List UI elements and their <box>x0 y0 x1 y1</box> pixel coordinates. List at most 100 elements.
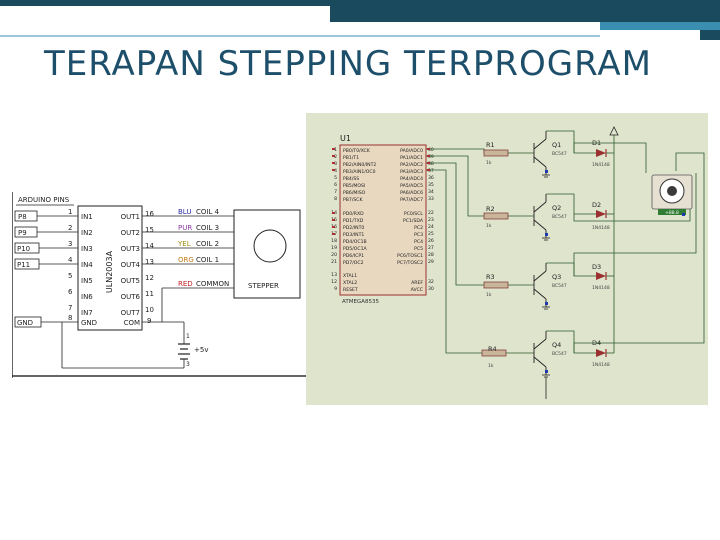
svg-text:AVCC: AVCC <box>411 287 423 293</box>
svg-text:8: 8 <box>68 314 72 322</box>
svg-text:9: 9 <box>334 286 337 292</box>
svg-text:1N4148: 1N4148 <box>592 362 610 368</box>
svg-text:25: 25 <box>428 231 434 237</box>
svg-text:PC4: PC4 <box>414 239 423 245</box>
port-wires <box>426 148 485 354</box>
svg-text:1k: 1k <box>486 160 492 166</box>
stepper-motor: +88.8 <box>651 174 693 216</box>
svg-text:37: 37 <box>428 168 434 174</box>
output-wires <box>142 215 234 323</box>
svg-text:PA5/ADC5: PA5/ADC5 <box>400 183 423 189</box>
pin-tag-p10: P10 <box>14 242 40 254</box>
svg-text:39: 39 <box>428 154 434 160</box>
pin-stub-markers <box>332 148 430 235</box>
svg-text:OUT1: OUT1 <box>121 213 140 221</box>
header-bar-accent <box>600 22 720 30</box>
pin-tag-gnd: GND <box>14 316 42 328</box>
svg-text:6: 6 <box>68 288 73 296</box>
mcu-right-pin-labels: PA0/ADC0 PA1/ADC1 PA2/ADC2 PA3/ADC3 PA4/… <box>397 148 424 293</box>
svg-text:BC547: BC547 <box>552 151 567 157</box>
svg-text:XTAL1: XTAL1 <box>343 273 357 279</box>
svg-text:OUT5: OUT5 <box>121 277 140 285</box>
transistor-q1 <box>533 131 547 175</box>
svg-text:PB4/SS: PB4/SS <box>343 176 359 182</box>
supply-pin-numbers: 1 3 <box>186 333 190 368</box>
svg-text:D2: D2 <box>592 201 601 209</box>
svg-text:PC2: PC2 <box>414 225 423 231</box>
svg-text:1k: 1k <box>486 223 492 229</box>
svg-text:BC547: BC547 <box>552 283 567 289</box>
svg-text:COIL 1: COIL 1 <box>196 256 219 264</box>
supply-label: +5v <box>194 346 208 354</box>
transistor-q3 <box>533 263 547 307</box>
svg-text:PA6/ADC6: PA6/ADC6 <box>400 190 423 196</box>
wire-color-labels: BLU PUR YEL ORG RED <box>177 208 194 288</box>
svg-text:COIL 3: COIL 3 <box>196 224 219 232</box>
svg-text:15: 15 <box>145 226 154 234</box>
chip-outputs: OUT1 OUT2 OUT3 OUT4 OUT5 OUT6 OUT7 COM <box>121 213 141 327</box>
svg-text:XTAL2: XTAL2 <box>343 280 357 286</box>
arduino-pins-header: ARDUINO PINS <box>18 196 70 204</box>
svg-text:35: 35 <box>428 182 434 188</box>
svg-text:6: 6 <box>334 182 337 188</box>
svg-text:18: 18 <box>331 238 337 244</box>
svg-text:GND: GND <box>17 319 33 327</box>
uln2003-wiring-diagram: ARDUINO PINS P8 P9 P10 P11 GND 1 2 3 4 5… <box>12 192 306 378</box>
svg-text:21: 21 <box>331 259 337 265</box>
svg-text:P8: P8 <box>18 213 27 221</box>
svg-text:PC6/TOSC1: PC6/TOSC1 <box>397 253 423 259</box>
svg-text:BC547: BC547 <box>552 214 567 220</box>
svg-text:5: 5 <box>68 272 72 280</box>
svg-text:1: 1 <box>186 333 190 340</box>
svg-text:OUT2: OUT2 <box>121 229 140 237</box>
svg-text:4: 4 <box>334 168 337 174</box>
svg-text:BC547: BC547 <box>552 351 567 357</box>
svg-text:12: 12 <box>145 274 154 282</box>
svg-text:PD1/TXD: PD1/TXD <box>343 218 364 224</box>
svg-text:P10: P10 <box>17 245 30 253</box>
svg-text:1k: 1k <box>488 363 494 369</box>
pin-tag-p9: P9 <box>14 226 38 238</box>
header-bar <box>0 0 720 40</box>
mcu-part: ATMEGA8535 <box>342 299 379 305</box>
power-supply <box>61 321 190 369</box>
svg-text:1: 1 <box>334 147 337 153</box>
svg-text:PB0/T0/XCK: PB0/T0/XCK <box>343 148 371 154</box>
svg-text:P11: P11 <box>17 261 30 269</box>
svg-text:PC3: PC3 <box>414 232 423 238</box>
atmega8535-chip <box>339 144 427 296</box>
svg-text:16: 16 <box>145 210 154 218</box>
svg-text:COIL 2: COIL 2 <box>196 240 219 248</box>
svg-text:12: 12 <box>331 279 337 285</box>
input-wires <box>37 215 78 323</box>
vcc-arrow-icon <box>609 126 619 136</box>
svg-text:PC0/SCL: PC0/SCL <box>404 211 424 217</box>
pin-tag-p8: P8 <box>14 210 38 222</box>
svg-text:OUT7: OUT7 <box>121 309 140 317</box>
svg-text:PD3/INT1: PD3/INT1 <box>343 232 364 238</box>
svg-text:Q2: Q2 <box>552 204 561 212</box>
svg-text:2: 2 <box>68 224 72 232</box>
header-bar-right-block <box>330 0 720 22</box>
svg-text:PC1/SDA: PC1/SDA <box>403 218 424 224</box>
svg-text:R4: R4 <box>488 345 497 353</box>
svg-text:Q3: Q3 <box>552 273 561 281</box>
svg-text:38: 38 <box>428 161 434 167</box>
svg-text:PUR: PUR <box>178 224 192 232</box>
svg-text:IN3: IN3 <box>81 245 93 253</box>
mcu-ref: U1 <box>340 134 351 143</box>
svg-text:RED: RED <box>178 280 193 288</box>
svg-text:3: 3 <box>334 161 337 167</box>
svg-text:1N4148: 1N4148 <box>592 225 610 231</box>
svg-text:1k: 1k <box>486 292 492 298</box>
svg-text:BLU: BLU <box>178 208 191 216</box>
ground-symbols <box>542 174 550 399</box>
svg-text:PD5/OC1A: PD5/OC1A <box>343 246 368 252</box>
transistor-labels: Q1 Q2 Q3 Q4 <box>552 141 561 349</box>
svg-text:33: 33 <box>428 196 434 202</box>
svg-text:10: 10 <box>145 306 154 314</box>
svg-text:24: 24 <box>428 224 434 230</box>
svg-text:PA4/ADC4: PA4/ADC4 <box>400 176 423 182</box>
svg-text:PB5/MOSI: PB5/MOSI <box>343 183 365 189</box>
svg-text:PD7/OC2: PD7/OC2 <box>343 260 364 266</box>
